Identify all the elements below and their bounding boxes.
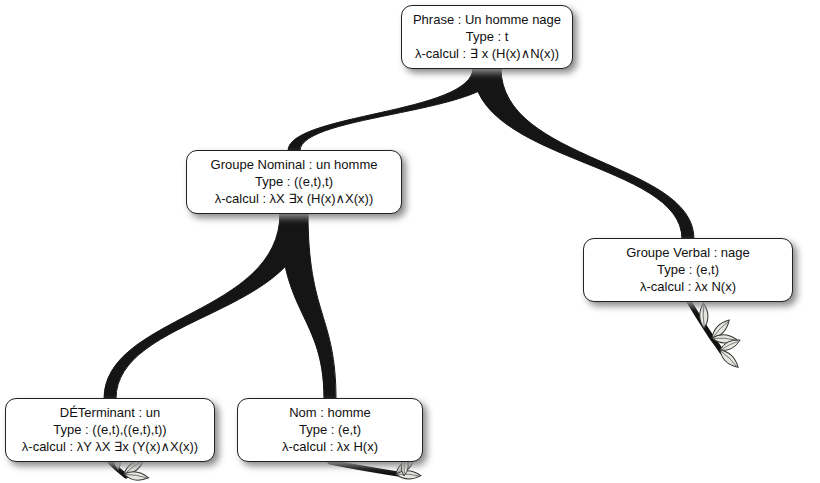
node-text-line: Groupe Nominal : un homme xyxy=(197,156,391,173)
node-text-line: Type : (e,t) xyxy=(594,261,782,278)
node-text-line: λ-calcul : λx H(x) xyxy=(248,438,412,455)
tree-branch xyxy=(280,213,336,399)
tree-node-box: Groupe Nominal : un hommeType : ((e,t),t… xyxy=(186,150,402,214)
node-text-line: Type : (e,t) xyxy=(248,421,412,438)
tree-branch xyxy=(473,68,694,239)
tree-node-box: Phrase : Un homme nageType : tλ-calcul :… xyxy=(401,5,573,69)
node-text-line: Type : ((e,t),t) xyxy=(197,173,391,190)
node-text-line: λ-calcul : λX ∃x (H(x)∧X(x)) xyxy=(197,190,391,207)
node-text-line: Phrase : Un homme nage xyxy=(412,11,562,28)
node-text-line: DÉTerminant : un xyxy=(16,404,204,421)
node-text-line: Type : t xyxy=(412,28,562,45)
node-text-line: Type : ((e,t),((e,t),t)) xyxy=(16,421,204,438)
node-text-line: Nom : homme xyxy=(248,404,412,421)
node-text-line: Groupe Verbal : nage xyxy=(594,244,782,261)
leaf-cluster xyxy=(688,300,742,372)
node-text-line: λ-calcul : ∃ x (H(x)∧N(x)) xyxy=(412,45,562,62)
node-text-line: λ-calcul : λx N(x) xyxy=(594,278,782,295)
tree-node-box: Groupe Verbal : nageType : (e,t)λ-calcul… xyxy=(583,238,793,302)
tree-branch xyxy=(288,68,501,151)
node-text-line: λ-calcul : λY λX ∃x (Y(x)∧X(x)) xyxy=(16,438,204,455)
tree-node-box: DÉTerminant : unType : ((e,t),((e,t),t))… xyxy=(5,398,215,462)
tree-node-box: Nom : hommeType : (e,t)λ-calcul : λx H(x… xyxy=(237,398,423,462)
tree-branch xyxy=(104,213,308,399)
